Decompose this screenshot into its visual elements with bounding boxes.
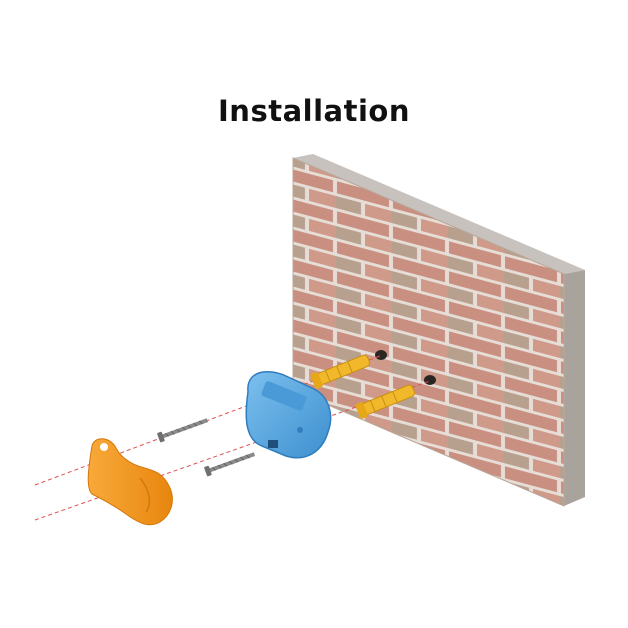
screw-icon xyxy=(157,415,256,476)
wall-icon xyxy=(293,154,585,506)
bracket-icon xyxy=(88,439,172,525)
